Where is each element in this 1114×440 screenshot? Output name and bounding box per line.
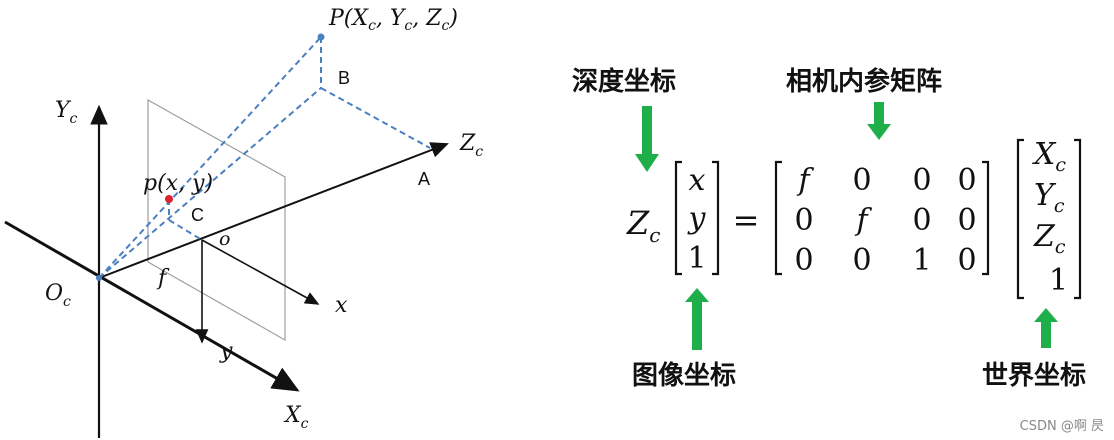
matrix-cell-r0-c3: 0 [957, 163, 976, 198]
xc-axis [4, 220, 300, 392]
matrix-cell-r1-c2: 0 [912, 203, 931, 238]
lhs-Zc: Zc [626, 204, 660, 247]
label-image-y: y [219, 339, 233, 364]
matrix-cell-r0-c2: 0 [912, 163, 931, 198]
zc-axis [98, 142, 449, 279]
green-arrows [635, 102, 1058, 350]
camera-model-diagram: P(Xc, Yc, Zc) B A C p(x, y) Zc Yc Xc Oc … [4, 6, 483, 438]
label-Yc: Yc [55, 98, 78, 127]
arrow-world-icon [1034, 308, 1058, 348]
label-f: f [156, 266, 170, 291]
label-C: C [191, 205, 204, 225]
world-vector-cell-2: Zc [1033, 219, 1066, 258]
label-Xc: Xc [283, 403, 309, 432]
world-bracket-left [1016, 138, 1024, 300]
matrix-cell-r1-c0: 0 [794, 203, 813, 238]
arrow-intrinsic-icon [867, 102, 891, 140]
matrix-cell-r1-c1: f [854, 203, 872, 238]
image-vector-1: 1 [687, 241, 706, 276]
arrow-image-icon [685, 288, 709, 350]
image-vector-x: x [689, 163, 706, 198]
label-p: p(x, y) [143, 171, 213, 196]
caption-image: 图像坐标 [632, 361, 736, 391]
label-A: A [418, 169, 430, 189]
label-P: P(Xc, Yc, Zc) [328, 6, 458, 34]
bracket-left [674, 160, 682, 276]
ray-Oc-P [98, 36, 322, 279]
matrix-bracket-left [774, 160, 782, 276]
caption-depth: 深度坐标 [572, 66, 676, 97]
matrix-cell-r1-c3: 0 [957, 203, 976, 238]
equals-sign: = [733, 201, 760, 239]
world-vector-cell-1: Yc [1034, 178, 1065, 217]
bracket-right [712, 160, 720, 276]
matrix-cell-r0-c1: 0 [852, 163, 871, 198]
watermark: CSDN @啊 昃 [1020, 419, 1104, 434]
matrix-cell-r0-c0: f [796, 163, 814, 198]
point-p-dot [165, 195, 173, 203]
line-C-o [168, 219, 203, 241]
image-vector-y: y [687, 201, 707, 236]
ray-Oc-B [98, 87, 322, 279]
matrix-bracket-right [982, 160, 990, 276]
label-o: o [219, 228, 230, 250]
caption-world: 世界坐标 [982, 361, 1086, 391]
world-vector-cell-3: 1 [1049, 263, 1068, 298]
matrix-cell-r2-c1: 0 [852, 243, 871, 278]
world-bracket-right [1074, 138, 1082, 300]
caption-intrinsic: 相机内参矩阵 [786, 66, 942, 97]
label-image-x: x [335, 293, 348, 318]
line-B-A [320, 87, 431, 149]
image-plane [147, 98, 286, 342]
label-B: B [338, 68, 350, 88]
projection-lines [98, 36, 431, 279]
label-Zc: Zc [459, 131, 483, 160]
arrow-depth-icon [635, 106, 659, 172]
point-P-dot [317, 33, 325, 41]
image-x-axis [201, 239, 320, 305]
origin-Oc-dot [96, 275, 102, 281]
matrix-cell-r2-c2: 1 [912, 243, 931, 278]
world-vector-cell-0: Xc [1032, 137, 1066, 176]
label-Oc: Oc [45, 281, 71, 310]
image-vector: x y 1 [674, 160, 720, 276]
matrix-cell-r2-c3: 0 [957, 243, 976, 278]
matrix-cell-r2-c0: 0 [794, 243, 813, 278]
